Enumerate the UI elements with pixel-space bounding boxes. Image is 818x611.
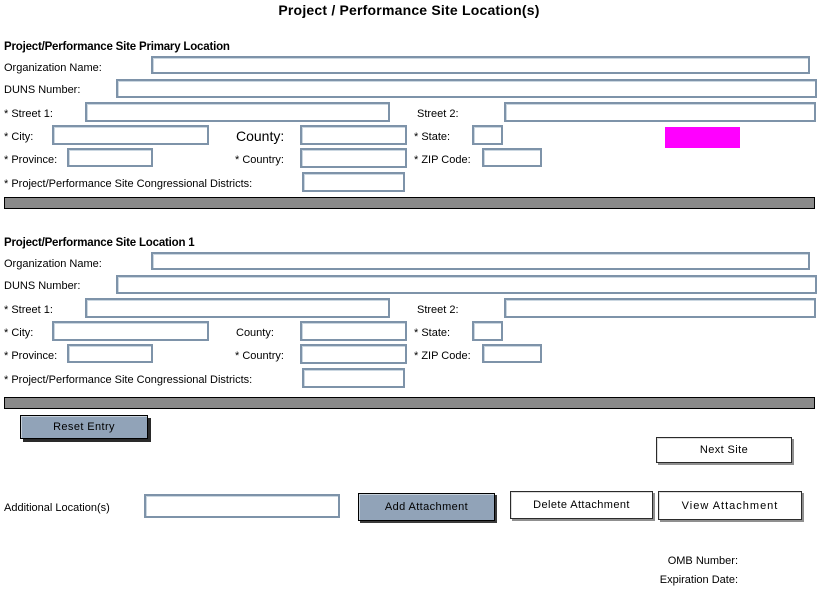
site1-street2-label: Street 2: <box>417 304 459 316</box>
primary-state-input[interactable] <box>472 125 503 145</box>
section-divider-bar <box>4 397 815 409</box>
primary-county-input[interactable] <box>300 125 407 145</box>
primary-zip-label: * ZIP Code: <box>414 154 471 166</box>
site1-province-label: * Province: <box>4 350 58 362</box>
site1-districts-input[interactable] <box>302 368 405 388</box>
primary-duns-label: DUNS Number: <box>4 84 81 96</box>
page-title: Project / Performance Site Location(s) <box>278 2 540 18</box>
site1-org-name-label: Organization Name: <box>4 258 102 270</box>
site1-province-input[interactable] <box>67 344 153 363</box>
reset-entry-button[interactable]: Reset Entry <box>20 415 148 439</box>
site1-county-input[interactable] <box>300 321 407 341</box>
additional-locations-label: Additional Location(s) <box>4 502 110 514</box>
add-attachment-button[interactable]: Add Attachment <box>358 493 495 521</box>
primary-districts-input[interactable] <box>302 172 405 192</box>
primary-zip-input[interactable] <box>482 148 542 167</box>
primary-org-name-label: Organization Name: <box>4 62 102 74</box>
primary-county-label: County: <box>236 128 285 144</box>
site1-city-input[interactable] <box>52 321 209 341</box>
site1-state-label: * State: <box>414 327 451 339</box>
primary-duns-input[interactable] <box>116 79 817 98</box>
primary-street2-label: Street 2: <box>417 108 459 120</box>
next-site-button[interactable]: Next Site <box>656 437 792 463</box>
site1-duns-label: DUNS Number: <box>4 280 81 292</box>
view-attachment-button[interactable]: View Attachment <box>658 491 802 520</box>
primary-state-label: * State: <box>414 131 451 143</box>
expiration-date-label: Expiration Date: <box>659 574 738 586</box>
primary-org-name-input[interactable] <box>151 56 810 74</box>
primary-province-label: * Province: <box>4 154 58 166</box>
primary-section-heading: Project/Performance Site Primary Locatio… <box>4 41 230 53</box>
site1-country-label: * Country: <box>235 350 284 362</box>
primary-street1-input[interactable] <box>85 102 390 122</box>
omb-number-label: OMB Number: <box>667 555 738 567</box>
primary-city-input[interactable] <box>52 125 209 145</box>
site1-street2-input[interactable] <box>504 298 816 318</box>
delete-attachment-button[interactable]: Delete Attachment <box>510 491 653 519</box>
site1-zip-label: * ZIP Code: <box>414 350 471 362</box>
primary-street2-input[interactable] <box>504 102 816 122</box>
site1-zip-input[interactable] <box>482 344 542 363</box>
site1-city-label: * City: <box>4 327 34 339</box>
site1-org-name-input[interactable] <box>151 252 810 270</box>
site1-street1-label: * Street 1: <box>4 304 53 316</box>
site1-state-input[interactable] <box>472 321 503 341</box>
site1-country-input[interactable] <box>300 344 407 364</box>
additional-locations-input[interactable] <box>144 494 340 518</box>
site1-street1-input[interactable] <box>85 298 390 318</box>
site1-county-label: County: <box>236 327 274 339</box>
state-highlight-box <box>665 127 740 148</box>
primary-city-label: * City: <box>4 131 34 143</box>
site1-duns-input[interactable] <box>116 275 817 294</box>
site1-districts-label: * Project/Performance Site Congressional… <box>4 374 253 386</box>
section-divider-bar <box>4 197 815 209</box>
primary-street1-label: * Street 1: <box>4 108 53 120</box>
site1-section-heading: Project/Performance Site Location 1 <box>4 237 195 249</box>
primary-country-input[interactable] <box>300 148 407 168</box>
primary-province-input[interactable] <box>67 148 153 167</box>
primary-country-label: * Country: <box>235 154 284 166</box>
primary-districts-label: * Project/Performance Site Congressional… <box>4 178 253 190</box>
